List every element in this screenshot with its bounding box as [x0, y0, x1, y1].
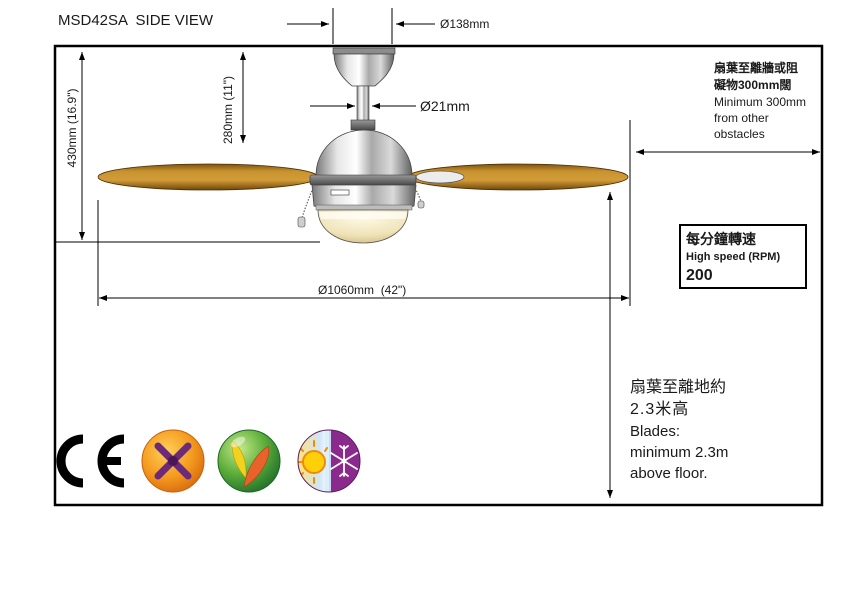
drop-height-label: 280mm (11") — [221, 76, 235, 144]
sweep-diameter-dimension: Ø1060mm (42") — [97, 120, 631, 306]
left-chain-pendant — [297, 216, 306, 228]
wall-clearance-line3: Minimum 300mm — [714, 95, 806, 109]
globe-highlight — [319, 212, 407, 219]
wall-clearance-note: 扇葉至離牆或阻 礙物300mm闊 Minimum 300mm from othe… — [636, 60, 820, 155]
globe-ring — [315, 204, 413, 211]
diagram-title: MSD42SA SIDE VIEW — [58, 12, 214, 29]
pull-chains — [297, 187, 425, 228]
rpm-box: 每分鐘轉速 High speed (RPM) 200 — [679, 224, 807, 289]
badge-row — [56, 429, 361, 493]
ce-mark-icon — [56, 434, 125, 488]
floor-clearance-line5: above floor. — [630, 465, 708, 482]
rpm-box-border — [679, 224, 807, 289]
motor-dome — [315, 129, 413, 177]
canopy-diameter-label: Ø138mm — [440, 17, 489, 31]
floor-clearance-line2: 2.3米高 — [630, 400, 689, 418]
rpm-value: 200 — [686, 267, 713, 284]
downrod-diameter-label: Ø21mm — [420, 98, 470, 114]
motor-housing — [309, 129, 417, 244]
sun-snow-icon — [297, 429, 361, 493]
wall-clearance-line5: obstacles — [714, 127, 765, 141]
wall-clearance-line2: 礙物300mm闊 — [714, 77, 791, 92]
downrod-diameter-dimension: Ø21mm — [310, 98, 470, 114]
rpm-label-zh: 每分鐘轉速 — [686, 231, 756, 247]
floor-clearance-note: 扇葉至離地約 2.3米高 Blades: minimum 2.3m above … — [607, 192, 728, 498]
wall-clearance-line4: from other — [714, 111, 769, 125]
mounting-plate — [332, 47, 396, 55]
leaf-icon — [217, 429, 281, 493]
overall-height-label: 430mm (16.9") — [65, 89, 79, 168]
wall-clearance-line1: 扇葉至離牆或阻 — [714, 60, 798, 75]
drop-height-dimension: 280mm (11") — [221, 52, 246, 144]
left-blade — [97, 163, 319, 191]
canopy — [333, 53, 395, 87]
floor-clearance-line3: Blades: — [630, 423, 680, 440]
downrod — [356, 85, 370, 123]
rpm-label-en: High speed (RPM) — [686, 251, 780, 263]
right-pull-chain — [414, 187, 422, 203]
blade-bracket — [415, 170, 465, 184]
downrod-coupling — [350, 119, 376, 131]
canopy-assembly — [332, 47, 396, 131]
right-chain-pendant — [417, 200, 425, 209]
canopy-diameter-dimension: Ø138mm — [287, 8, 489, 44]
model-plate — [330, 189, 350, 196]
overall-height-dimension: 430mm (16.9") — [55, 52, 320, 243]
sweep-diameter-label: Ø1060mm (42") — [318, 283, 406, 297]
fan-blades — [97, 163, 629, 191]
motor-band — [309, 174, 417, 186]
floor-clearance-line1: 扇葉至離地約 — [630, 378, 726, 396]
left-pull-chain — [301, 187, 314, 219]
floor-clearance-line4: minimum 2.3m — [630, 444, 728, 461]
fan-icon — [141, 429, 205, 493]
drawing-frame — [53, 44, 824, 507]
